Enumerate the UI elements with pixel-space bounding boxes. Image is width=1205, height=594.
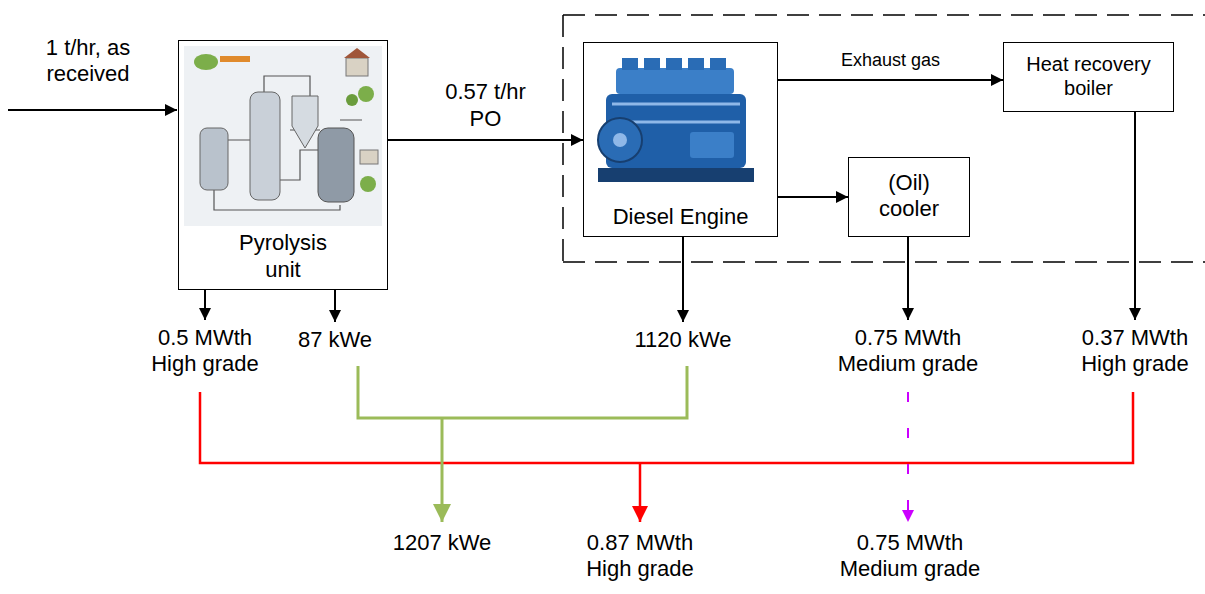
flow-connector [778,79,1003,81]
label-slot: 1207 kWe [377,530,507,556]
picture-ground [184,46,382,226]
pyrolysis-illustration [184,46,382,226]
connector-label: Exhaust gas [839,50,942,72]
building-icon [346,58,368,76]
flow-value-label: 1 t/hr, as received [18,35,158,88]
power-sum-arrow [441,418,444,522]
engine-box: Diesel Engine [583,42,778,237]
cylinder-head [616,68,734,94]
output-arrow [907,237,909,320]
cylinder-top [622,58,638,70]
flow-value-label: 1120 kWe [634,327,731,353]
logo-bar [220,56,250,62]
boiler-box: Heat recovery boiler [1003,42,1174,112]
flow-value-label: 0.75 MWth Medium grade [828,325,988,378]
connector-label-slot: Exhaust gas [821,50,961,72]
cooler-box: (Oil) cooler [848,157,970,237]
flywheel [598,118,642,162]
pyrolysis-unit-box: Pyrolysis unit [178,40,388,290]
engine-region-outline [563,15,1205,262]
flow-value-label: 1207 kWe [393,530,492,556]
tree-icon [346,94,358,106]
engine-housing [690,132,734,158]
engine-pipe [612,104,740,122]
label-slot: 0.5 MWth High grade [143,325,268,378]
cyclone [292,96,318,148]
logo-leaf [194,54,218,70]
engine-base [598,168,754,182]
output-arrow [204,290,206,320]
vessel [200,128,228,190]
reactor-vessel [250,92,280,200]
output-arrow [334,290,336,322]
label-slot: 1120 kWe [623,327,743,353]
cylinder-top [644,58,660,70]
node-label: Pyrolysis unit [228,230,338,283]
heat-sum-bracket [200,392,1133,463]
pipe [214,76,362,210]
node-label: Heat recovery boiler [1011,52,1166,100]
flow-connector [388,139,583,141]
pipework [214,76,362,210]
connector-label-slot: 0.57 t/hr PO [431,79,541,132]
flow-value-label: 0.75 MWth Medium grade [830,530,990,583]
flow-value-label: 0.87 MWth High grade [578,530,703,583]
region-border [563,14,1205,16]
building-icon [360,150,378,164]
region-border [562,15,564,262]
region-border [563,261,1205,263]
heat-sum-arrow [639,463,642,522]
input-arrow [8,109,177,111]
flow-value-label: 0.5 MWth High grade [143,325,268,378]
output-arrows [205,112,1135,322]
flow-value-label: 87 kWe [298,327,372,353]
roof-icon [344,48,370,58]
output-arrow [682,237,684,322]
label-slot: 0.87 MWth High grade [578,530,703,583]
flywheel-hub [613,133,627,147]
flow-value-label: 0.37 MWth High grade [1073,325,1198,378]
tree-icon [360,176,376,192]
output-arrow [1134,112,1136,320]
cylinder-top [710,58,726,70]
engine-illustration [598,58,754,182]
label-slot: 0.75 MWth Medium grade [828,325,988,378]
tank [318,128,354,202]
label-slot: 0.75 MWth Medium grade [830,530,990,583]
node-label: (Oil) cooler [869,170,949,223]
label-slot: 87 kWe [285,327,385,353]
flow-connector [778,196,848,198]
node-label: Diesel Engine [613,204,749,230]
power-sum-bracket [358,366,687,418]
cylinder-top [666,58,682,70]
label-slot: 1 t/hr, as received [18,35,158,88]
connector-label: 0.57 t/hr PO [431,79,541,132]
label-slot: 0.37 MWth High grade [1073,325,1198,378]
medium-heat-arrow [907,392,909,522]
tree-icon [358,86,374,102]
cylinder-top [688,58,704,70]
